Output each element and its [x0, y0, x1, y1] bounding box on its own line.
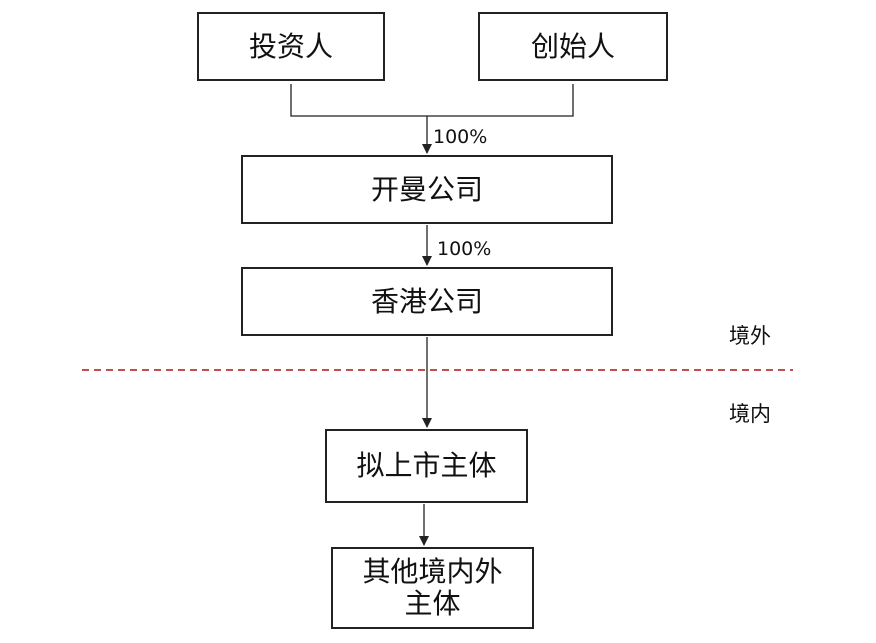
- other-entities-label: 其他境内外 主体: [362, 555, 503, 620]
- founder-label: 创始人: [530, 29, 615, 63]
- hongkong-ownership-label: 100%: [437, 238, 492, 260]
- investor-label: 投资人: [248, 29, 333, 63]
- founder-box: 创始人: [478, 12, 668, 81]
- hongkong-label: 香港公司: [370, 284, 483, 318]
- merge-connector: [290, 84, 574, 117]
- offshore-label: 境外: [729, 324, 771, 348]
- other-entities-box: 其他境内外 主体: [331, 547, 534, 629]
- kaiman-label: 开曼公司: [370, 172, 483, 206]
- onshore-label: 境内: [729, 402, 771, 426]
- listing-entity-label: 拟上市主体: [356, 449, 497, 482]
- hongkong-box: 香港公司: [241, 267, 613, 336]
- kaiman-ownership-label: 100%: [433, 126, 488, 148]
- kaiman-box: 开曼公司: [241, 155, 613, 224]
- investor-box: 投资人: [197, 12, 385, 81]
- listing-entity-box: 拟上市主体: [325, 429, 528, 503]
